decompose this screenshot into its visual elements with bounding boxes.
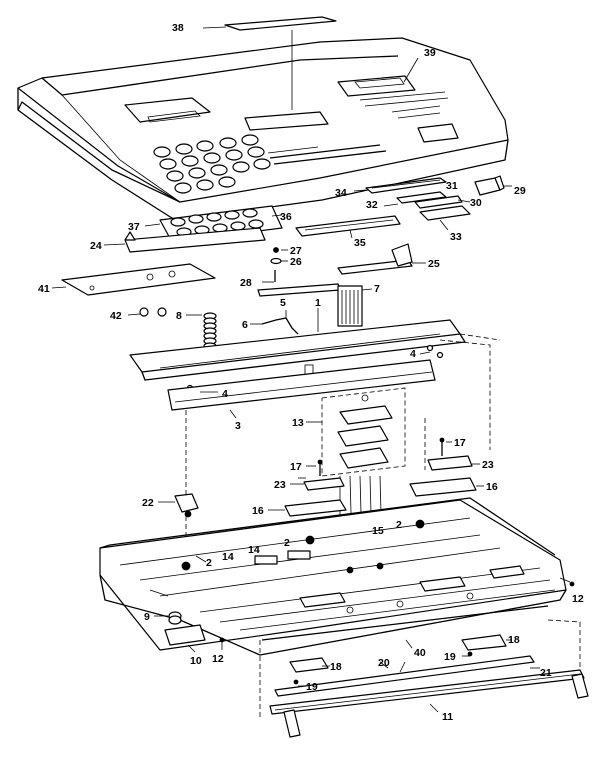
label-part-14-mid: 14 xyxy=(248,544,260,556)
label-part-5: 5 xyxy=(280,297,286,309)
label-part-36: 36 xyxy=(280,211,292,223)
label-part-31: 31 xyxy=(446,180,458,192)
mid-small-parts xyxy=(257,243,426,297)
part-22-clip xyxy=(158,410,199,550)
label-part-2-mid: 2 xyxy=(284,537,290,549)
parts-9-10 xyxy=(154,611,225,653)
label-part-17-left: 17 xyxy=(290,461,302,473)
label-part-3: 3 xyxy=(235,420,241,432)
label-part-26: 26 xyxy=(290,256,302,268)
part-38-top-panel xyxy=(202,16,337,31)
right-small-parts xyxy=(353,175,512,231)
label-part-19-right: 19 xyxy=(444,651,456,663)
label-part-27: 27 xyxy=(290,245,302,257)
label-part-16-right: 16 xyxy=(486,481,498,493)
label-part-17-right: 17 xyxy=(454,437,466,449)
label-part-2-right: 2 xyxy=(396,519,402,531)
label-part-13: 13 xyxy=(292,417,304,429)
label-part-24: 24 xyxy=(90,240,102,252)
label-part-4-left: 4 xyxy=(222,388,228,400)
label-part-25: 25 xyxy=(428,258,440,270)
label-part-12-right: 12 xyxy=(572,593,584,605)
label-part-40: 40 xyxy=(414,647,426,659)
part-39-top-cover xyxy=(17,30,509,221)
label-part-41: 41 xyxy=(38,283,50,295)
label-part-16-left: 16 xyxy=(252,505,264,517)
label-part-11: 11 xyxy=(442,711,453,723)
label-part-20: 20 xyxy=(378,657,390,669)
label-part-4-right: 4 xyxy=(410,348,416,360)
brackets-16-17-23 xyxy=(268,418,484,517)
label-part-42: 42 xyxy=(110,310,122,322)
label-part-6: 6 xyxy=(242,319,248,331)
label-part-9: 9 xyxy=(144,611,150,623)
cables-and-springs xyxy=(127,285,373,350)
label-part-23-right: 23 xyxy=(482,459,494,471)
label-part-15: 15 xyxy=(372,525,384,537)
part-13-sensor-assembly xyxy=(306,387,406,551)
callout-labels: 38 39 34 31 29 32 30 33 37 36 35 24 27 2… xyxy=(38,22,584,723)
label-part-35: 35 xyxy=(354,237,366,249)
lower-assembly xyxy=(259,605,589,738)
label-part-1: 1 xyxy=(315,297,321,309)
label-part-28: 28 xyxy=(240,277,252,289)
label-part-39: 39 xyxy=(424,47,436,59)
label-part-14-left: 14 xyxy=(222,551,234,563)
part-41-plate xyxy=(51,263,216,296)
label-part-19-left: 19 xyxy=(306,681,318,693)
label-part-37: 37 xyxy=(128,221,140,233)
label-part-32: 32 xyxy=(366,199,378,211)
label-part-21: 21 xyxy=(540,667,552,679)
label-part-12-left: 12 xyxy=(212,653,224,665)
label-part-18-left: 18 xyxy=(330,661,342,673)
base-frame xyxy=(99,497,575,656)
label-part-38: 38 xyxy=(172,22,184,34)
label-part-33: 33 xyxy=(450,231,462,243)
label-part-23-left: 23 xyxy=(274,479,286,491)
label-part-2-left: 2 xyxy=(206,557,212,569)
label-part-22: 22 xyxy=(142,497,154,509)
label-part-10: 10 xyxy=(190,655,202,667)
label-part-7: 7 xyxy=(374,283,380,295)
part-1-chassis-rail xyxy=(129,308,501,450)
label-part-34: 34 xyxy=(335,187,347,199)
keypad-assembly xyxy=(103,205,401,253)
label-part-30: 30 xyxy=(470,197,482,209)
label-part-8: 8 xyxy=(176,310,182,322)
label-part-18-right: 18 xyxy=(508,634,520,646)
label-part-29: 29 xyxy=(514,185,526,197)
